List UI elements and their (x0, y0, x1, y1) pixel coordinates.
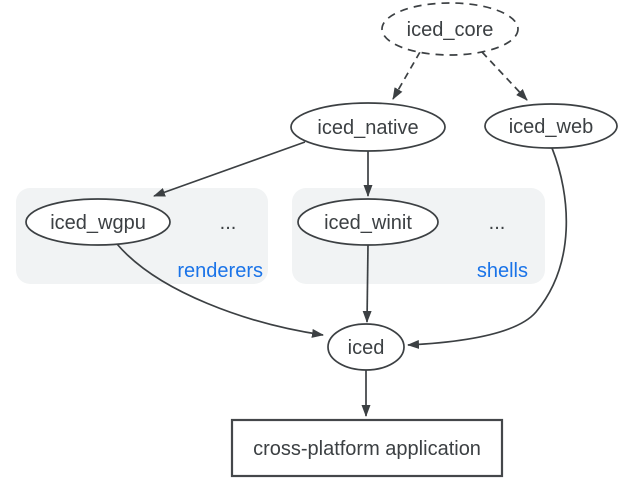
iced-core-label: iced_core (407, 19, 494, 41)
shells-group-label: shells (477, 260, 528, 282)
edge-iced_winit-iced (362, 244, 372, 323)
shells-ellipsis: ... (489, 212, 506, 234)
iced-core-ellipse (381, 2, 519, 56)
node-iced-winit: iced_winit (297, 198, 439, 246)
iced-winit-ellipse (297, 198, 439, 246)
edge-iced_core-iced_web (481, 51, 528, 101)
iced-ellipse (327, 323, 405, 371)
iced-label: iced (348, 337, 385, 359)
iced-native-label: iced_native (317, 117, 418, 139)
app-label: cross-platform application (253, 438, 481, 460)
node-iced-core: iced_core (381, 2, 519, 56)
node-iced-web: iced_web (484, 103, 618, 149)
iced-web-ellipse (484, 103, 618, 149)
edge-iced_web-iced (407, 147, 568, 349)
iced-web-label: iced_web (509, 116, 594, 138)
iced-wgpu-ellipse (25, 198, 171, 246)
iced-winit-label: iced_winit (324, 212, 412, 234)
renderers-ellipsis: ... (220, 212, 237, 234)
node-cross-platform-application: cross-platform application (230, 418, 504, 478)
node-iced-native: iced_native (290, 102, 446, 152)
edge-iced_native-iced_wgpu (153, 141, 306, 197)
app-rectangle (230, 418, 504, 478)
node-iced-wgpu: iced_wgpu (25, 198, 171, 246)
edge-iced_wgpu-iced (116, 243, 324, 338)
renderers-group-label: renderers (177, 260, 263, 282)
edge-iced_core-iced_native (392, 51, 421, 100)
edge-layer (116, 51, 568, 417)
iced-native-ellipse (290, 102, 446, 152)
iced-wgpu-label: iced_wgpu (50, 212, 146, 234)
node-iced: iced (327, 323, 405, 371)
